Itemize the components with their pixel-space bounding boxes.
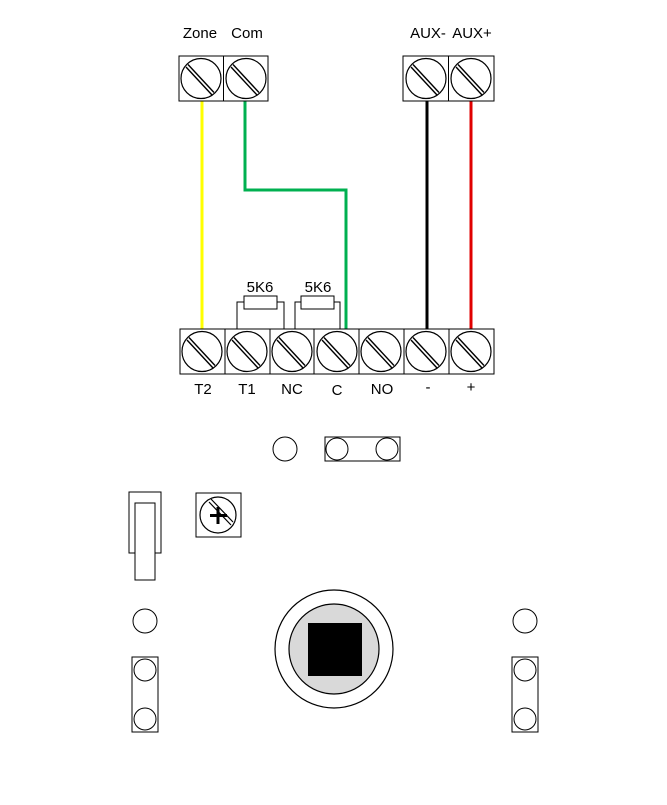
phillips-screw-icon	[195, 492, 242, 538]
lens-window	[308, 623, 362, 676]
terminal-label-c: C	[332, 382, 343, 399]
jumper-header	[272, 436, 401, 462]
mounting-slot-left	[131, 656, 159, 733]
mounting-hole	[132, 608, 158, 634]
slotted-screw-icon	[225, 57, 267, 100]
slotted-screw-icon	[181, 330, 223, 373]
jumper-pin	[272, 436, 298, 462]
terminal-label-aux-plus: AUX+	[452, 25, 492, 42]
resistor-label: 5K6	[305, 279, 332, 296]
slotted-screw-icon	[271, 330, 313, 373]
terminal-label-plus: +	[467, 379, 476, 396]
terminal-label-aux-minus: AUX-	[410, 25, 446, 42]
resistor-label: 5K6	[247, 279, 274, 296]
top-right-terminal-block	[402, 55, 495, 102]
terminal-label-nc: NC	[281, 381, 303, 398]
pir-sensor-lens-icon	[274, 589, 394, 709]
mounting-hole	[512, 608, 538, 634]
resistor-body	[243, 295, 278, 310]
terminal-label-t1: T1	[238, 381, 256, 398]
jumper-pin	[375, 437, 399, 461]
slotted-screw-icon	[226, 330, 268, 373]
terminal-label-t2: T2	[194, 381, 212, 398]
terminal-label-zone: Zone	[183, 25, 217, 42]
resistor-body	[300, 295, 335, 310]
slotted-screw-icon	[450, 330, 492, 373]
jumper-pin	[325, 437, 349, 461]
terminal-label-minus: -	[426, 379, 431, 396]
mounting-slot-right	[511, 656, 539, 733]
resistor-t1-nc: 5K6	[236, 279, 285, 330]
slotted-screw-icon	[316, 330, 358, 373]
slotted-screw-icon	[405, 330, 447, 373]
terminal-label-no: NO	[371, 381, 394, 398]
slotted-screw-icon	[405, 57, 447, 100]
bottom-terminal-block	[179, 328, 495, 375]
resistor-nc-c: 5K6	[294, 279, 341, 330]
terminal-label-com: Com	[231, 25, 263, 42]
top-left-terminal-block	[178, 55, 269, 102]
slotted-screw-icon	[450, 57, 492, 100]
tamper-switch	[128, 491, 162, 581]
slotted-screw-icon	[360, 330, 402, 373]
wires	[200, 98, 473, 332]
slotted-screw-icon	[180, 57, 222, 100]
wire-com	[243, 98, 348, 332]
